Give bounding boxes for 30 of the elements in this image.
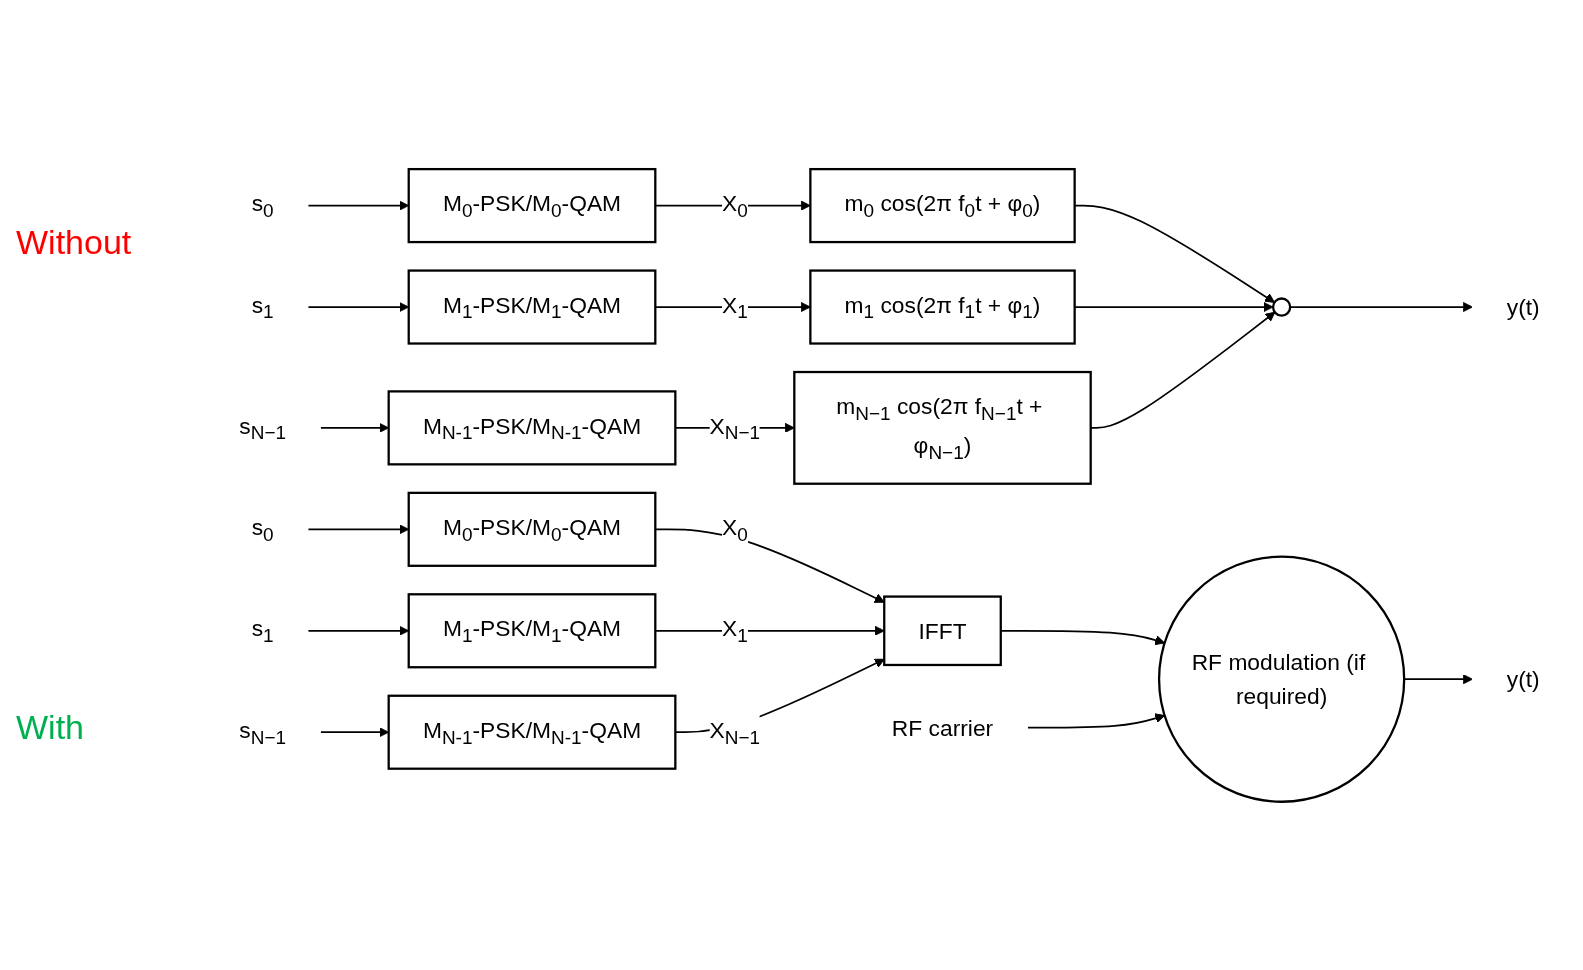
section-label: With: [16, 708, 85, 747]
edge-label: X$_{0}$: [721, 190, 748, 222]
edge-label: X$_{0}$: [721, 514, 748, 545]
node-text: y(t): [1506, 294, 1540, 320]
node-box: M$_{1}$-PSK/M$_{1}$-QAM: [407, 269, 657, 345]
node-text: s$_{1}$: [251, 291, 274, 323]
node-box: M$_{N-1}$-PSK/M$_{N-1}$-QAM: [387, 389, 677, 466]
node-text: s$_{N−1}$: [239, 716, 287, 748]
node-circle: [1271, 296, 1292, 317]
node-circle: RF modulation (if required): [1157, 555, 1406, 803]
section-label: Without: [16, 223, 133, 262]
edge-label: X$_{1}$: [721, 291, 748, 323]
edge-label: X$_{N−1}$: [709, 716, 761, 748]
node-box: M$_{N-1}$-PSK/M$_{N-1}$-QAM: [387, 694, 677, 770]
node-text: y(t): [1506, 666, 1540, 692]
node-box: IFFT: [883, 595, 1002, 666]
node-box: m$_{N−1}$ cos(2π f$_{N−1}$t + φ$_{N−1}$): [793, 370, 1092, 485]
arrow: [1289, 301, 1473, 312]
node-box: M$_{0}$-PSK/M$_{0}$-QAM: [407, 491, 657, 567]
node-text: s$_{0}$: [251, 514, 274, 545]
edge-label: X$_{1}$: [721, 615, 748, 647]
node-box: m$_{1}$ cos(2π f$_{1}$t + φ$_{1}$): [809, 269, 1076, 345]
node-text: s$_{1}$: [251, 615, 274, 647]
edge-label: X$_{N−1}$: [709, 412, 761, 444]
node-text: RF carrier: [891, 714, 994, 740]
node-text: s$_{N−1}$: [239, 412, 287, 444]
node-text: s$_{0}$: [251, 190, 274, 222]
node-box: M$_{0}$-PSK/M$_{0}$-QAM: [407, 167, 657, 243]
node-box: M$_{1}$-PSK/M$_{1}$-QAM: [407, 592, 657, 668]
node-box: m$_{0}$ cos(2π f$_{0}$t + φ$_{0}$): [809, 167, 1076, 243]
